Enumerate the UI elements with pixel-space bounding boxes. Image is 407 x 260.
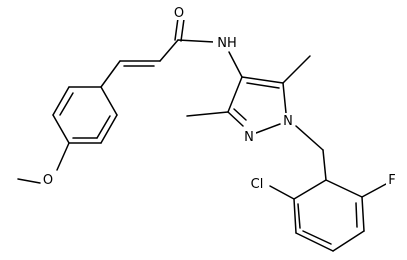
bond-c1-c2 xyxy=(159,39,179,62)
bond-b6-b1 xyxy=(293,179,327,200)
bond-c1-o-1 xyxy=(174,17,179,41)
bond-n1-n2 xyxy=(255,123,281,134)
atom-label-o-methoxy: O xyxy=(43,173,53,188)
bond-ch2-b1 xyxy=(322,149,327,181)
bond-ome-ch3 xyxy=(17,178,41,184)
bond-c3-ar xyxy=(100,60,121,88)
bond-c1-o-2 xyxy=(180,18,185,42)
bond-b2-f xyxy=(361,183,387,198)
atom-label-cl: Cl xyxy=(251,177,264,192)
bond-ar-inner-1 xyxy=(96,115,111,139)
bond-b6-cl xyxy=(269,185,295,200)
bond-c3p-c4 xyxy=(227,76,243,113)
bond-b1-b2 xyxy=(325,179,363,198)
atom-label-f: F xyxy=(388,173,395,188)
bonds xyxy=(17,17,387,252)
bond-ar-a4-a5 xyxy=(52,114,70,144)
bond-c5-ch3 xyxy=(282,55,311,84)
bond-ar-a1-a2 xyxy=(100,86,118,116)
bond-n1-ch2 xyxy=(295,125,324,151)
atom-label-o-carbonyl: O xyxy=(174,6,184,21)
atom-labels: O NH N N O Cl F xyxy=(41,4,399,192)
bond-c1-nh xyxy=(177,39,215,43)
bond-b2-b3 xyxy=(361,196,365,232)
atom-label-n1: N xyxy=(283,114,293,129)
bond-b-inner-1 xyxy=(355,202,358,228)
atom-label-n2: N xyxy=(244,130,254,145)
bond-b4-b5 xyxy=(295,232,334,252)
bond-ar-a5-a6 xyxy=(52,86,70,116)
bond-nh-c4 xyxy=(228,51,243,78)
bond-b3-b4 xyxy=(332,230,365,252)
bond-b-inner-2 xyxy=(297,203,301,229)
atom-label-nh: NH xyxy=(217,36,237,51)
bond-n2-c3p xyxy=(227,111,244,127)
bond-b-inner-3 xyxy=(302,230,332,245)
bond-c4-c5 xyxy=(241,76,284,84)
bond-c5-n1 xyxy=(282,82,287,114)
bond-ar-ome xyxy=(56,142,70,171)
bond-b5-b6 xyxy=(293,198,297,234)
bond-n2-c3p-inner xyxy=(233,108,247,121)
bond-c3p-ch3 xyxy=(186,111,229,117)
bond-ar-inner-2 xyxy=(59,92,74,116)
bond-ar-a2-a3 xyxy=(100,114,118,144)
bond-c4-c5-inner xyxy=(246,82,280,89)
